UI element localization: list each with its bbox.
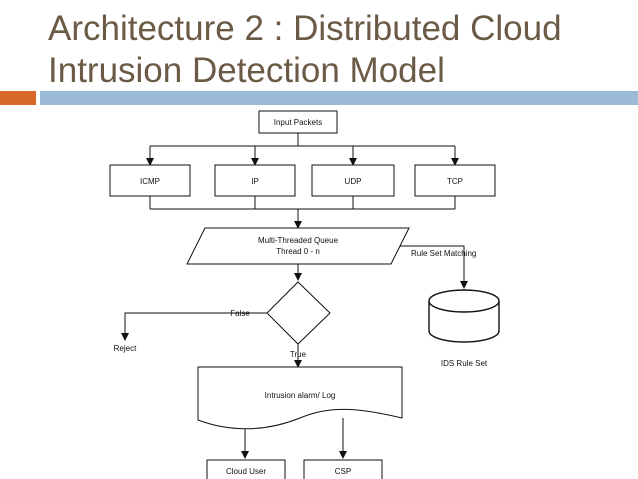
reject-label: Reject	[114, 344, 137, 353]
decision-diamond	[266, 281, 331, 345]
rule-matching-label: Rule Set Matching	[411, 249, 476, 258]
protocol-box-udp	[311, 164, 395, 197]
accent-bar-blue	[40, 91, 638, 105]
database-icon	[428, 289, 500, 343]
output-box-cloud-user	[206, 459, 286, 479]
protocol-label-ip: IP	[251, 177, 259, 186]
input-label: Input Packets	[274, 118, 322, 127]
queue-box	[186, 227, 410, 265]
slide-title-line1: Architecture 2 : Distributed Cloud	[48, 9, 562, 48]
slide-title: Architecture 2 : Distributed Cloud Intru…	[48, 8, 628, 92]
protocol-box-icmp	[109, 164, 191, 197]
protocol-label-tcp: TCP	[447, 177, 463, 186]
protocol-box-tcp	[414, 164, 496, 197]
queue-label-line2: Thread 0 - n	[276, 247, 320, 256]
database-label: IDS Rule Set	[441, 359, 488, 368]
slide-title-line2: Intrusion Detection Model	[48, 51, 445, 90]
accent-bar-orange	[0, 91, 36, 105]
output-box-csp	[303, 459, 383, 479]
protocol-label-icmp: ICMP	[140, 177, 160, 186]
output-label-csp: CSP	[335, 467, 351, 476]
alarm-log-label: Intrusion alarm/ Log	[265, 391, 336, 400]
output-label-cloud-user: Cloud User	[226, 467, 266, 476]
false-label: False	[230, 309, 250, 318]
input-box	[258, 110, 338, 134]
true-label: True	[290, 350, 307, 359]
alarm-log-box	[197, 366, 403, 430]
protocol-box-ip	[214, 164, 296, 197]
protocol-label-udp: UDP	[345, 177, 362, 186]
queue-label-line1: Multi-Threaded Queue	[258, 236, 339, 245]
